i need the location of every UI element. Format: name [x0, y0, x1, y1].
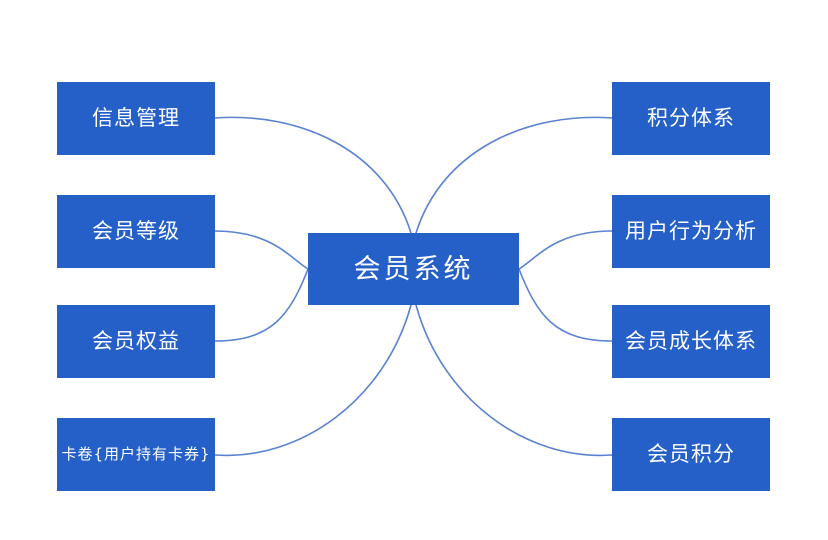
node-right-4-label: 会员积分 — [647, 442, 735, 466]
node-left-3-label: 会员权益 — [92, 329, 180, 353]
node-left-4-label: 卡卷{用户持有卡券} — [61, 445, 211, 463]
node-right-1-label: 积分体系 — [647, 106, 735, 130]
connector-right-4-to-center — [415, 304, 613, 457]
connector-right-1-to-center — [415, 116, 613, 234]
node-left-3[interactable]: 会员权益 — [57, 305, 215, 378]
node-right-1[interactable]: 积分体系 — [612, 82, 770, 155]
connector-right-2-to-center — [518, 230, 613, 270]
connector-left-4-to-center — [214, 304, 412, 457]
connector-right-3-to-center — [518, 268, 613, 342]
node-right-4[interactable]: 会员积分 — [612, 418, 770, 491]
node-right-3-label: 会员成长体系 — [625, 329, 757, 353]
node-left-1-label: 信息管理 — [92, 106, 180, 130]
node-right-3[interactable]: 会员成长体系 — [612, 305, 770, 378]
connector-left-1-to-center — [214, 116, 412, 234]
node-right-2-label: 用户行为分析 — [625, 219, 757, 243]
node-left-2[interactable]: 会员等级 — [57, 195, 215, 268]
node-right-2[interactable]: 用户行为分析 — [612, 195, 770, 268]
connector-left-2-to-center — [214, 230, 309, 270]
node-center-label: 会员系统 — [353, 253, 474, 285]
node-center[interactable]: 会员系统 — [308, 233, 519, 305]
connector-left-3-to-center — [214, 268, 309, 342]
node-left-2-label: 会员等级 — [92, 219, 180, 243]
node-left-1[interactable]: 信息管理 — [57, 82, 215, 155]
node-left-4[interactable]: 卡卷{用户持有卡券} — [57, 418, 215, 491]
